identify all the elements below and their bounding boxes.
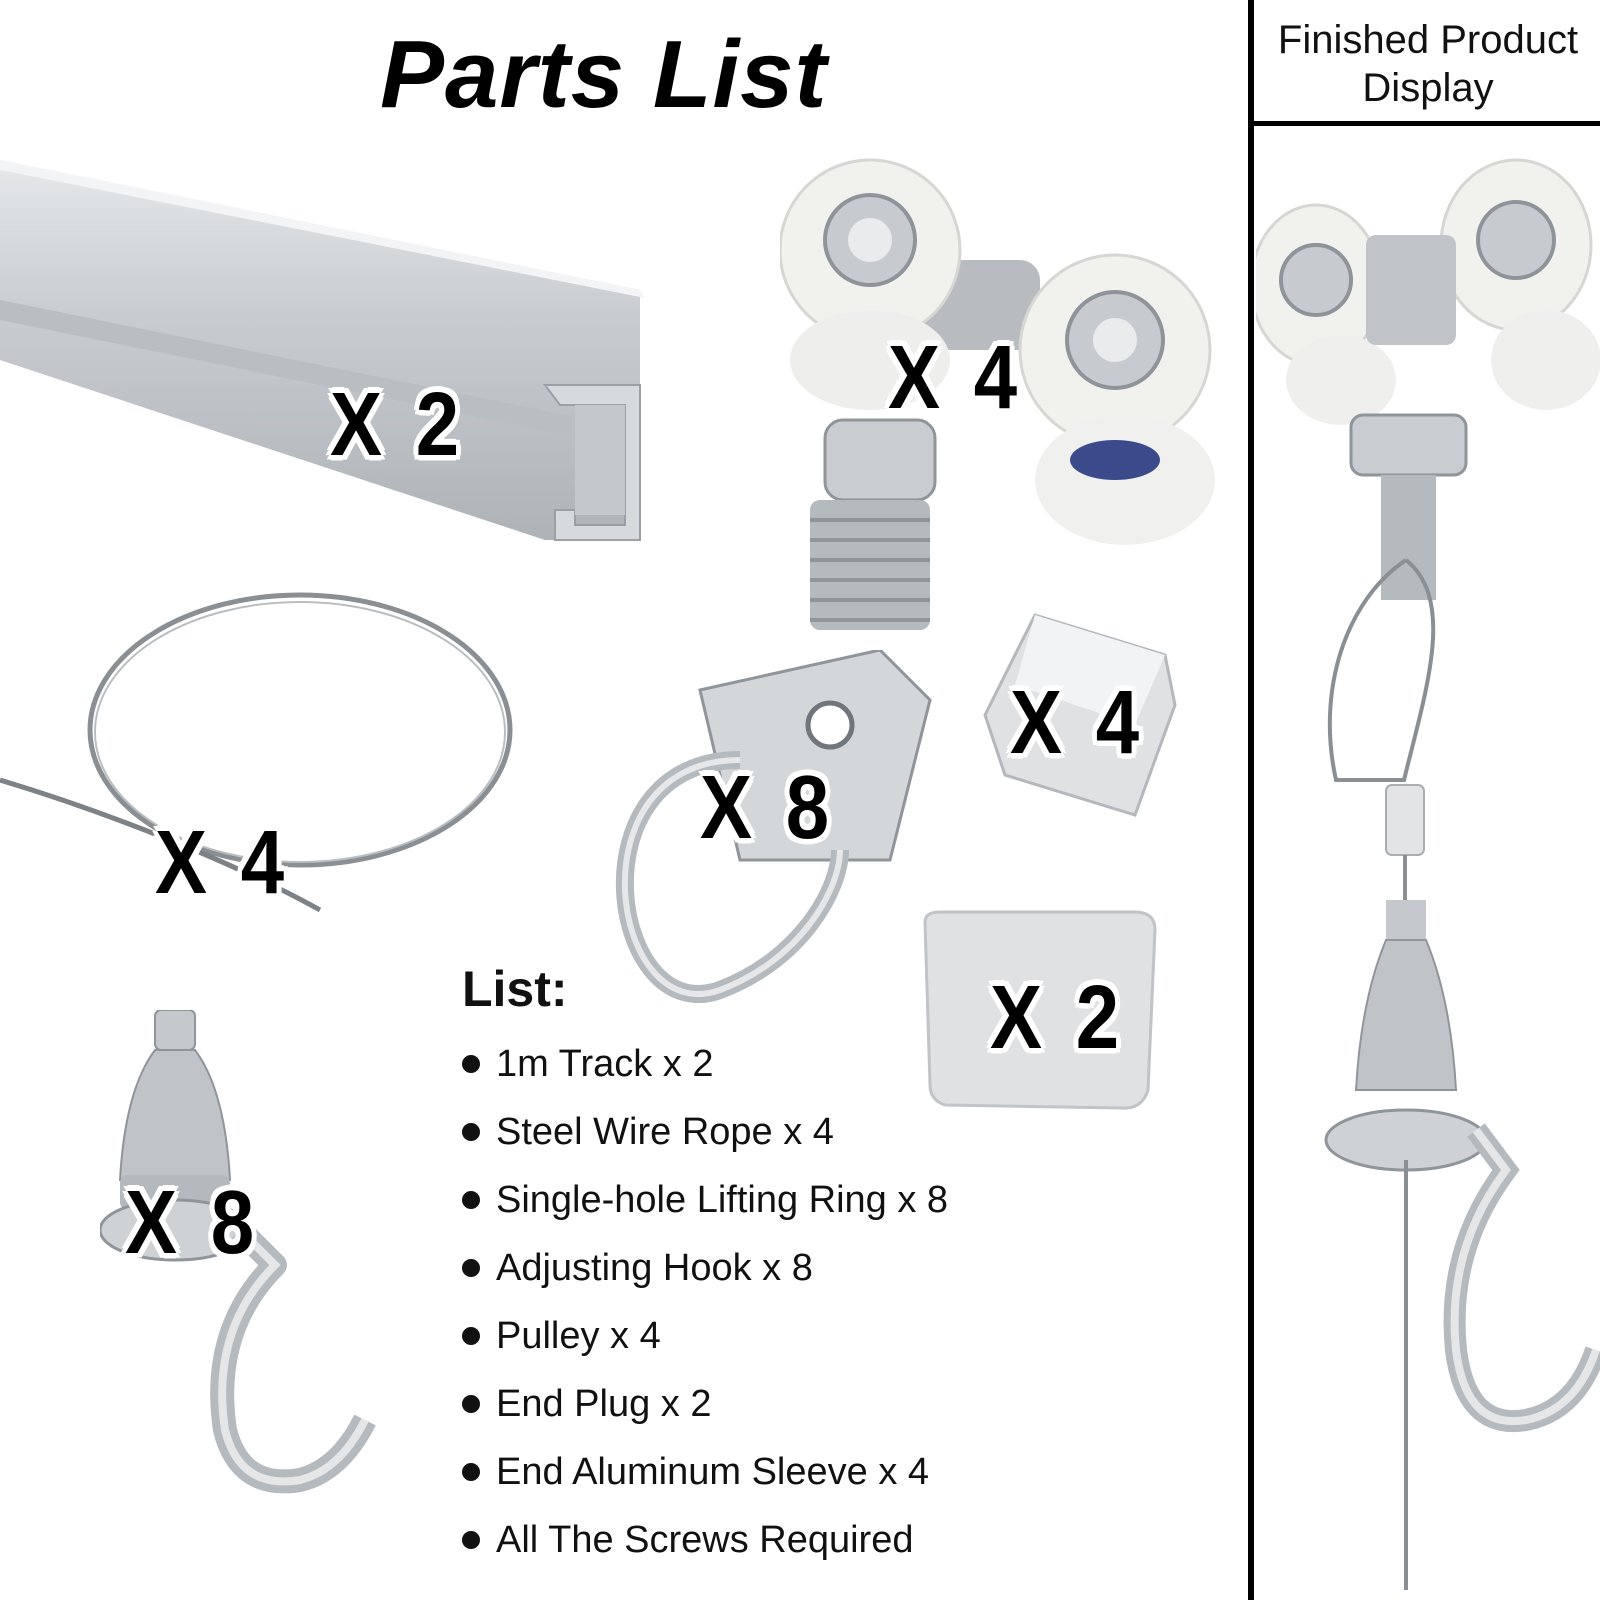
bullet-icon <box>462 1463 480 1481</box>
bullet-icon <box>462 1055 480 1073</box>
list-item: End Plug x 2 <box>462 1370 948 1438</box>
finished-heading-line2: Display <box>1362 66 1494 110</box>
list-item: End Aluminum Sleeve x 4 <box>462 1438 948 1506</box>
page-title: Parts List <box>380 21 828 128</box>
list-item: Pulley x 4 <box>462 1302 948 1370</box>
list-item-text: Single-hole Lifting Ring x 8 <box>496 1179 949 1221</box>
wire-quantity: X 4 <box>155 811 291 913</box>
aluminum-sleeve-icon <box>983 613 1177 817</box>
list-item-text: Steel Wire Rope x 4 <box>496 1111 834 1153</box>
list-heading: List: <box>462 961 568 1017</box>
horizontal-divider <box>1251 121 1600 126</box>
bullet-icon <box>462 1123 480 1141</box>
list-item-text: End Plug x 2 <box>496 1383 712 1425</box>
finished-product-heading: Finished Product Display <box>1256 16 1600 112</box>
list-item-text: Adjusting Hook x 8 <box>496 1247 813 1289</box>
ring-quantity: X 8 <box>700 756 836 858</box>
finished-heading-line1: Finished Product <box>1277 18 1579 62</box>
bullet-icon <box>462 1327 480 1345</box>
end-plug-icon <box>923 910 1157 1110</box>
pulley-wheel-icon <box>780 158 1215 630</box>
track-quantity: X 2 <box>330 373 466 475</box>
bullet-icon <box>462 1531 480 1549</box>
parts-list: 1m Track x 2 Steel Wire Rope x 4 Single-… <box>462 1030 948 1574</box>
list-item: Adjusting Hook x 8 <box>462 1234 948 1302</box>
vertical-divider <box>1248 0 1254 1600</box>
list-item-text: 1m Track x 2 <box>496 1043 714 1085</box>
assembled-hanging-system-icon <box>1256 158 1600 1590</box>
hook-quantity: X 8 <box>125 1171 261 1273</box>
list-item-text: End Aluminum Sleeve x 4 <box>496 1451 930 1493</box>
steel-wire-icon <box>0 592 513 913</box>
list-item: All The Screws Required <box>462 1506 948 1574</box>
d-ring-hanger-icon <box>616 650 932 1003</box>
list-item-text: Pulley x 4 <box>496 1315 661 1357</box>
pulley-quantity: X 4 <box>888 326 1024 428</box>
list-item: 1m Track x 2 <box>462 1030 948 1098</box>
aluminum-track-icon <box>0 160 645 541</box>
sleeve-quantity: X 4 <box>1010 671 1146 773</box>
list-item: Steel Wire Rope x 4 <box>462 1098 948 1166</box>
bullet-icon <box>462 1259 480 1277</box>
bullet-icon <box>462 1191 480 1209</box>
list-item-text: All The Screws Required <box>496 1519 914 1561</box>
list-item: Single-hole Lifting Ring x 8 <box>462 1166 948 1234</box>
adjusting-hook-icon <box>100 1010 376 1494</box>
bullet-icon <box>462 1395 480 1413</box>
plug-quantity: X 2 <box>990 966 1126 1068</box>
